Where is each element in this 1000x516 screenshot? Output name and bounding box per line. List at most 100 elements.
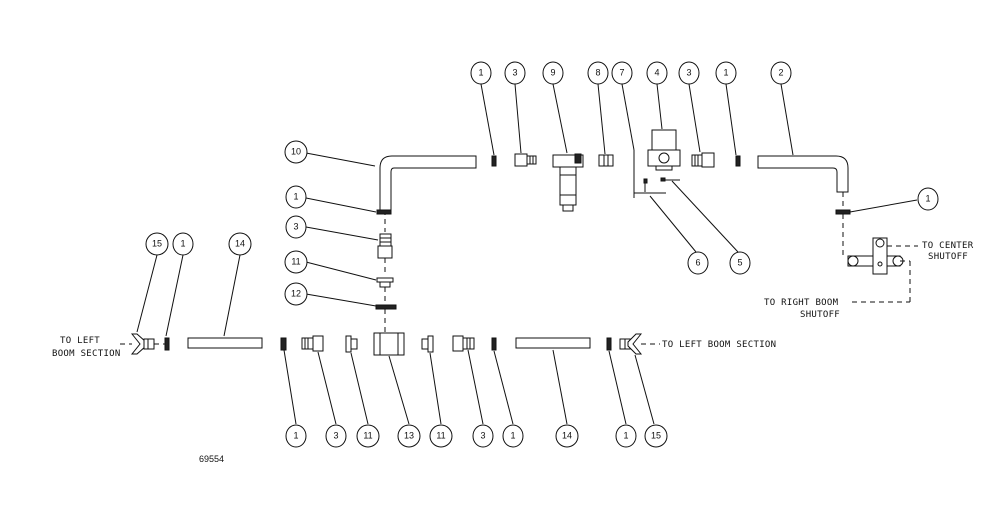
line-strainer-9	[552, 153, 584, 212]
fitting-11	[376, 277, 394, 288]
svg-text:12: 12	[291, 288, 301, 298]
callout-14: 14	[228, 232, 252, 256]
svg-text:1: 1	[293, 430, 298, 440]
svg-text:3: 3	[480, 430, 485, 440]
gasket-1	[491, 337, 497, 351]
callout-3: 3	[472, 424, 494, 448]
screw-6	[643, 178, 648, 192]
nipple-8	[598, 154, 614, 167]
svg-text:8: 8	[595, 67, 600, 77]
callout-13: 13	[397, 424, 421, 448]
svg-text:1: 1	[723, 67, 728, 77]
gasket-1	[606, 337, 612, 351]
svg-text:14: 14	[562, 430, 572, 440]
svg-text:6: 6	[695, 257, 700, 267]
callout-15: 15	[145, 232, 169, 256]
gasket-1	[280, 337, 287, 351]
label-to-right-boom-shutoff-line2: SHUTOFF	[800, 310, 840, 320]
svg-text:1: 1	[925, 193, 930, 203]
svg-text:1: 1	[623, 430, 628, 440]
hose-14	[515, 337, 591, 349]
callout-10: 10	[284, 140, 308, 164]
callout-11: 11	[356, 424, 380, 448]
svg-text:9: 9	[550, 67, 555, 77]
svg-text:7: 7	[619, 67, 624, 77]
leader-lines	[136, 83, 918, 425]
callout-7: 7	[611, 61, 633, 85]
svg-text:13: 13	[404, 430, 414, 440]
o-ring-12	[375, 304, 397, 310]
callout-11: 11	[284, 250, 308, 274]
callout-1: 1	[615, 424, 637, 448]
gasket-1	[376, 209, 392, 215]
callout-3: 3	[325, 424, 347, 448]
callout-3: 3	[504, 61, 526, 85]
svg-text:5: 5	[737, 257, 742, 267]
gasket-1	[491, 155, 497, 167]
svg-text:15: 15	[651, 430, 661, 440]
callout-11: 11	[429, 424, 453, 448]
elbow-hose-2	[757, 155, 849, 193]
svg-text:11: 11	[363, 430, 372, 440]
adapter-3	[514, 153, 537, 167]
callout-4: 4	[646, 61, 668, 85]
svg-text:10: 10	[291, 146, 301, 156]
gasket-1	[164, 337, 170, 351]
boom-fitting-15	[619, 333, 643, 355]
figure-number: 69554	[199, 454, 224, 464]
svg-text:1: 1	[180, 238, 185, 248]
svg-text:3: 3	[512, 67, 517, 77]
svg-text:11: 11	[436, 430, 445, 440]
callout-3: 3	[285, 215, 307, 239]
svg-text:4: 4	[654, 67, 659, 77]
fitting-11	[345, 335, 358, 353]
callout-14: 14	[555, 424, 579, 448]
gasket-1	[735, 155, 741, 167]
callout-6: 6	[687, 251, 709, 275]
boom-fitting-15	[130, 333, 155, 355]
callout-1: 1	[715, 61, 737, 85]
svg-text:1: 1	[293, 191, 298, 201]
tee-13	[373, 332, 405, 356]
callout-1: 1	[917, 187, 939, 211]
callout-9: 9	[542, 61, 564, 85]
callout-12: 12	[284, 282, 308, 306]
callout-1: 1	[172, 232, 194, 256]
label-to-center-shutoff-line2: SHUTOFF	[928, 252, 968, 262]
svg-text:3: 3	[686, 67, 691, 77]
tee-fitting	[847, 237, 904, 275]
callout-1: 1	[470, 61, 492, 85]
svg-text:3: 3	[293, 221, 298, 231]
adapter-3	[452, 335, 475, 352]
svg-text:1: 1	[478, 67, 483, 77]
svg-text:11: 11	[291, 256, 300, 266]
callout-15: 15	[644, 424, 668, 448]
elbow-hose-10	[379, 155, 477, 211]
electric-valve-4	[647, 129, 681, 171]
label-to-left-boom-section-a-line1: TO LEFT	[60, 336, 100, 346]
svg-text:15: 15	[152, 238, 162, 248]
svg-text:3: 3	[333, 430, 338, 440]
svg-text:2: 2	[778, 67, 783, 77]
svg-text:14: 14	[235, 238, 245, 248]
callout-3: 3	[678, 61, 700, 85]
callout-5: 5	[729, 251, 751, 275]
adapter-3	[377, 233, 393, 259]
label-to-left-boom-section-b: TO LEFT BOOM SECTION	[662, 340, 776, 350]
fitting-11	[421, 335, 434, 353]
hose-14	[187, 337, 263, 349]
callout-2: 2	[770, 61, 792, 85]
adapter-3	[691, 152, 715, 168]
callout-8: 8	[587, 61, 609, 85]
callout-1: 1	[502, 424, 524, 448]
callout-1: 1	[285, 424, 307, 448]
callout-1: 1	[285, 185, 307, 209]
gasket-1	[835, 209, 851, 215]
adapter-3	[301, 335, 324, 352]
label-to-center-shutoff-line1: TO CENTER	[922, 241, 974, 251]
label-to-left-boom-section-a-line2: BOOM SECTION	[52, 349, 121, 359]
screw-5	[660, 177, 680, 182]
svg-text:1: 1	[510, 430, 515, 440]
